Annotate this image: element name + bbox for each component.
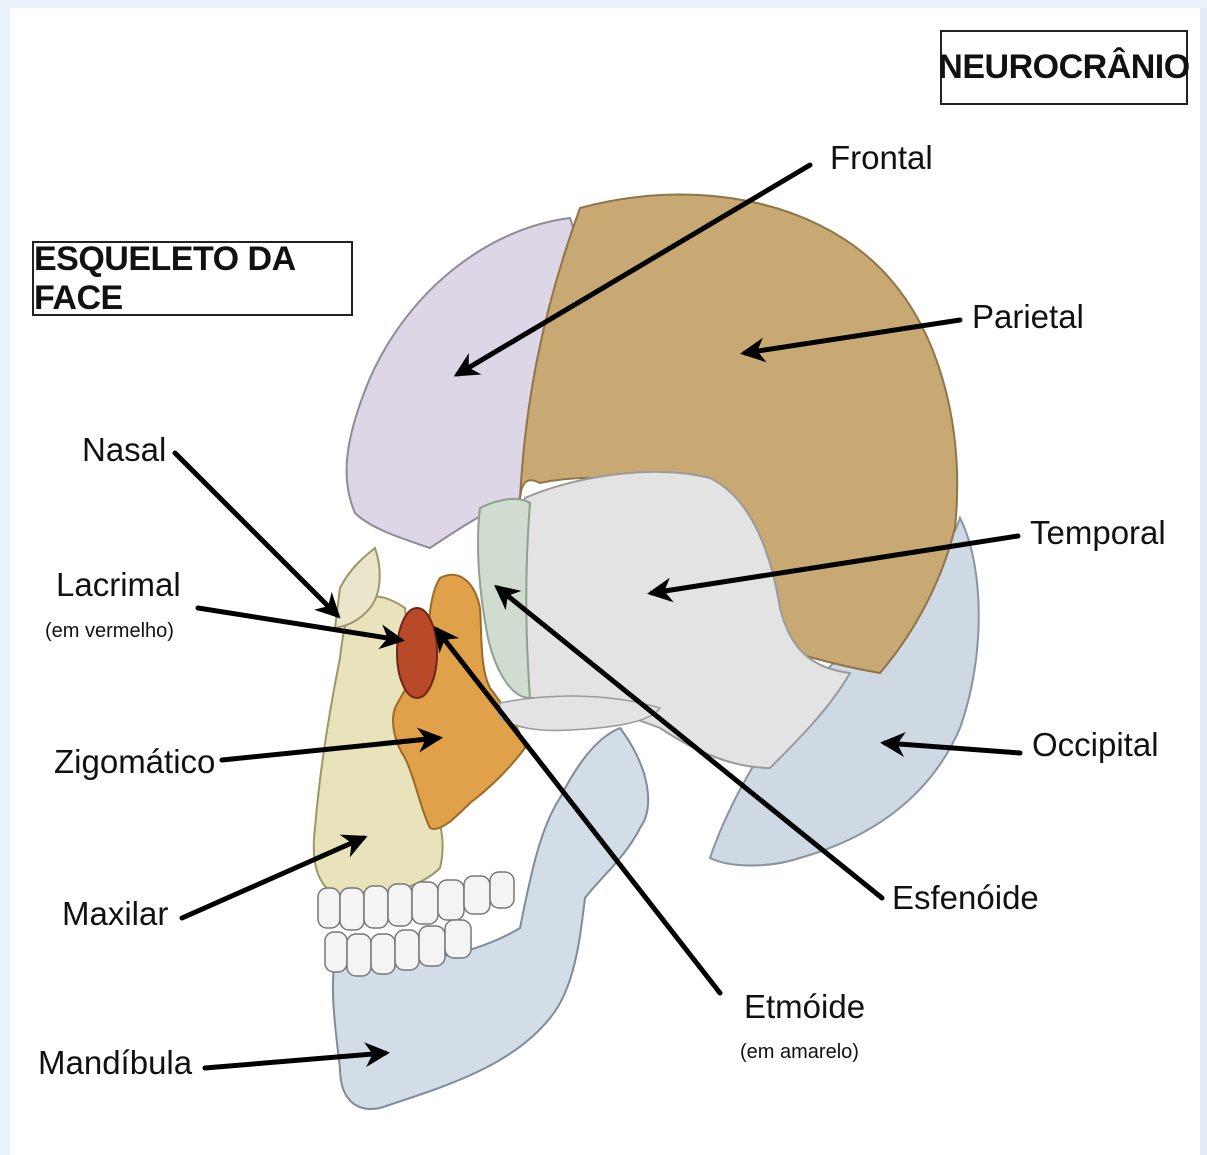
lacrimal-bone <box>397 608 437 698</box>
label-lacrimal: Lacrimal <box>56 568 181 601</box>
label-occipital: Occipital <box>1032 728 1159 761</box>
label-esfenoide: Esfenóide <box>892 881 1039 914</box>
label-etmoide: Etmóide <box>744 990 865 1023</box>
arrow-nasal <box>175 453 337 615</box>
label-etmoide-note: (em amarelo) <box>740 1042 859 1062</box>
sphenoid-bone <box>478 499 530 698</box>
diagram-canvas: NEUROCRÂNIO ESQUELETO DA FACE Frontal Pa… <box>10 8 1200 1155</box>
label-temporal: Temporal <box>1030 516 1166 549</box>
label-zigomatico: Zigomático <box>54 745 215 778</box>
label-maxilar: Maxilar <box>62 897 168 930</box>
face-skeleton-box: ESQUELETO DA FACE <box>32 241 353 316</box>
label-mandibula: Mandíbula <box>38 1046 192 1079</box>
label-lacrimal-note: (em vermelho) <box>45 621 174 641</box>
page-edge <box>1200 8 1207 1155</box>
skull-illustration <box>10 8 1200 1155</box>
label-frontal: Frontal <box>830 141 933 174</box>
label-parietal: Parietal <box>972 300 1084 333</box>
label-nasal: Nasal <box>82 433 166 466</box>
neurocranio-box: NEUROCRÂNIO <box>940 30 1188 105</box>
